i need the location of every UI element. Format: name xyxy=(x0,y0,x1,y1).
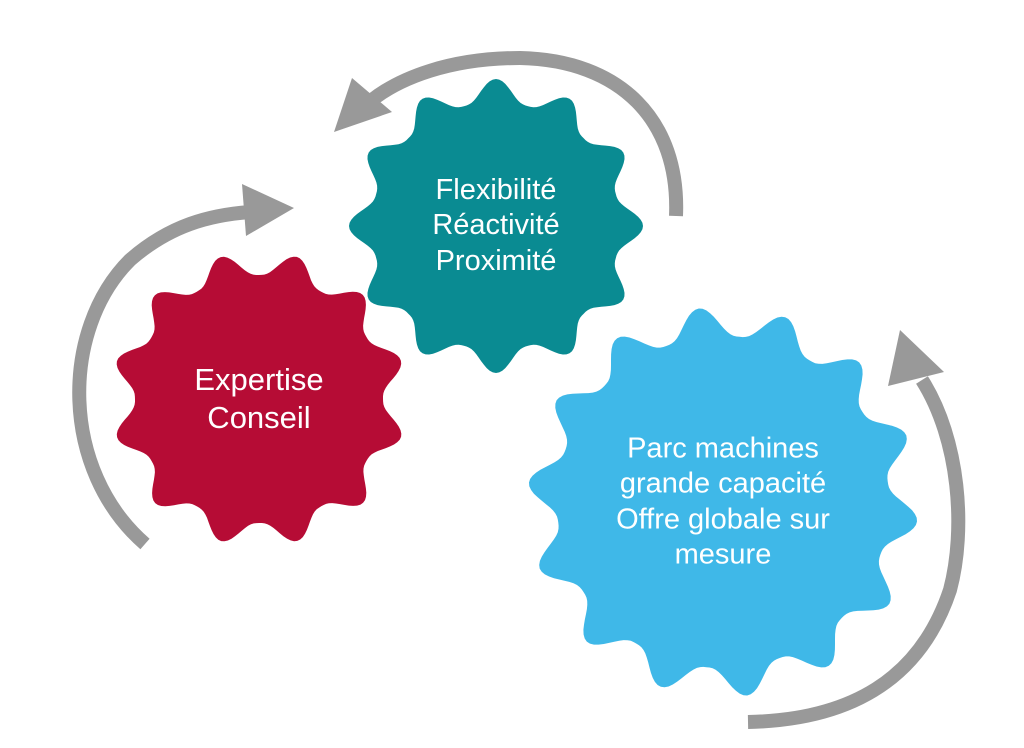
gear-expertise xyxy=(116,256,402,542)
gear-expertise-line: Expertise xyxy=(194,362,324,398)
cycle-arrow-left xyxy=(72,205,251,550)
gear-parc-machines-line: grande capacité xyxy=(619,467,827,500)
gear-parc-machines-line: Offre globale sur xyxy=(616,503,830,535)
gear-parc-machines-line: Parc machines xyxy=(627,432,819,465)
gear-flexibilite-line: Proximité xyxy=(435,244,557,277)
gear-flexibilite-line: Flexibilité xyxy=(435,173,557,206)
gear-flexibilite-line: Réactivité xyxy=(432,209,560,242)
arrow-top-head xyxy=(334,78,392,132)
arrow-left-head xyxy=(242,184,294,236)
gear-parc-machines-line: mesure xyxy=(674,538,772,571)
cycle-arrow-top xyxy=(367,50,684,217)
gear-expertise-line: Conseil xyxy=(207,400,311,435)
gear-flexibilite-label: Flexibilité Réactivité Proximité xyxy=(432,173,559,279)
gear-parc-machines-label: Parc machines grande capacité Offre glob… xyxy=(616,431,830,573)
cycle-arrow-right xyxy=(747,376,966,729)
gear-expertise-label: Expertise Conseil xyxy=(194,361,323,437)
arrow-right-head xyxy=(888,330,944,386)
gear-flexibilite xyxy=(349,79,643,373)
gear-parc-machines xyxy=(529,308,917,696)
